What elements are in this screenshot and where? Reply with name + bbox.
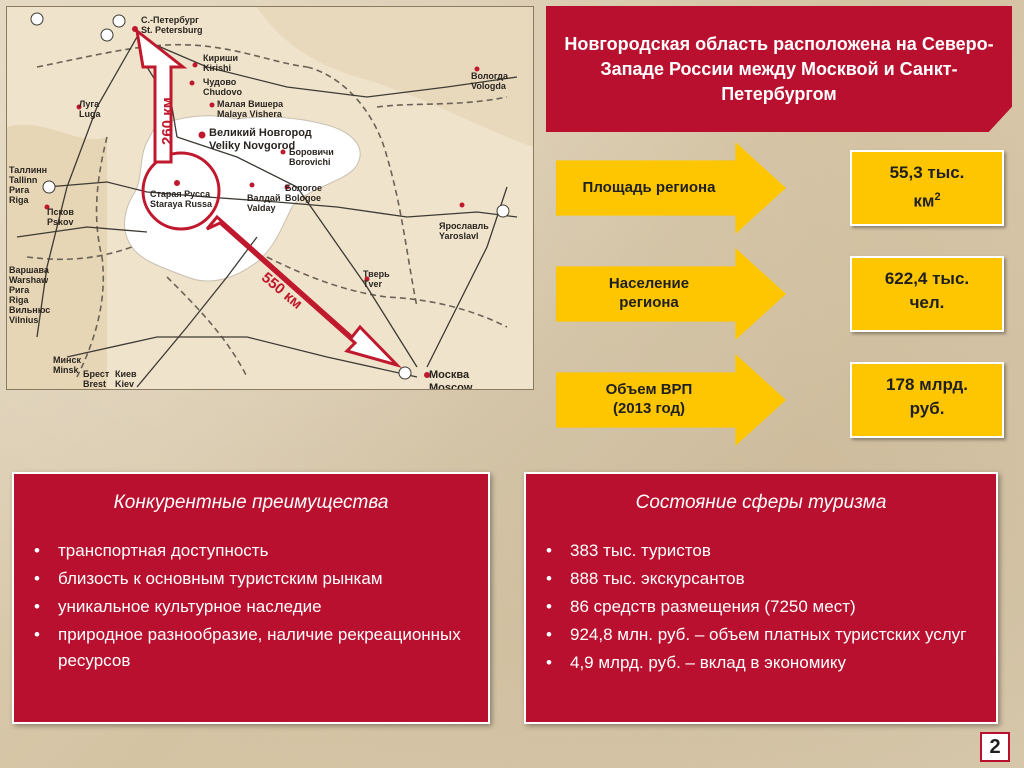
west-labels-top: Таллинн Tallinn Рига Riga xyxy=(9,165,48,205)
advantages-title: Конкурентные преимущества xyxy=(113,492,389,513)
list-item: уникальное культурное наследие xyxy=(34,594,474,620)
west-labels-bottom: Варшава Warshaw Рига Riga Вильнюс Vilniu… xyxy=(9,265,51,325)
stat-value-area: 55,3 тыс. км2 xyxy=(850,150,1004,226)
stat-value-population: 622,4 тыс. чел. xyxy=(850,256,1004,332)
tourism-panel: Состояние сферы туризма 383 тыс. туристо… xyxy=(524,472,998,724)
stat-value-grp: 178 млрд. руб. xyxy=(850,362,1004,438)
tourism-list: 383 тыс. туристов 888 тыс. экскурсантов … xyxy=(526,538,996,676)
advantages-list: транспортная доступность близость к осно… xyxy=(14,538,488,674)
stat-label-grp: Объем ВРП (2013 год) xyxy=(605,381,693,417)
advantages-panel: Конкурентные преимущества транспортная д… xyxy=(12,472,490,724)
stat-label-population: Население региона xyxy=(608,275,690,311)
list-item: 4,9 млрд. руб. – вклад в экономику xyxy=(546,650,982,676)
list-item: близость к основным туристским рынкам xyxy=(34,566,474,592)
header-banner: Новгородская область расположена на Севе… xyxy=(546,6,1012,132)
header-text: Новгородская область расположена на Севе… xyxy=(564,34,994,104)
map-graphic xyxy=(7,7,533,389)
stat-label-area: Площадь региона xyxy=(582,179,716,196)
tourism-title: Состояние сферы туризма xyxy=(635,492,887,513)
list-item: транспортная доступность xyxy=(34,538,474,564)
list-item: 888 тыс. экскурсантов xyxy=(546,566,982,592)
list-item: 383 тыс. туристов xyxy=(546,538,982,564)
list-item: 924,8 млн. руб. – объем платных туристск… xyxy=(546,622,982,648)
page-number: 2 xyxy=(980,732,1010,762)
list-item: природное разнообразие, наличие рекреаци… xyxy=(34,622,474,674)
list-item: 86 средств размещения (7250 мест) xyxy=(546,594,982,620)
distance-spb-label: 260 км xyxy=(159,97,176,145)
